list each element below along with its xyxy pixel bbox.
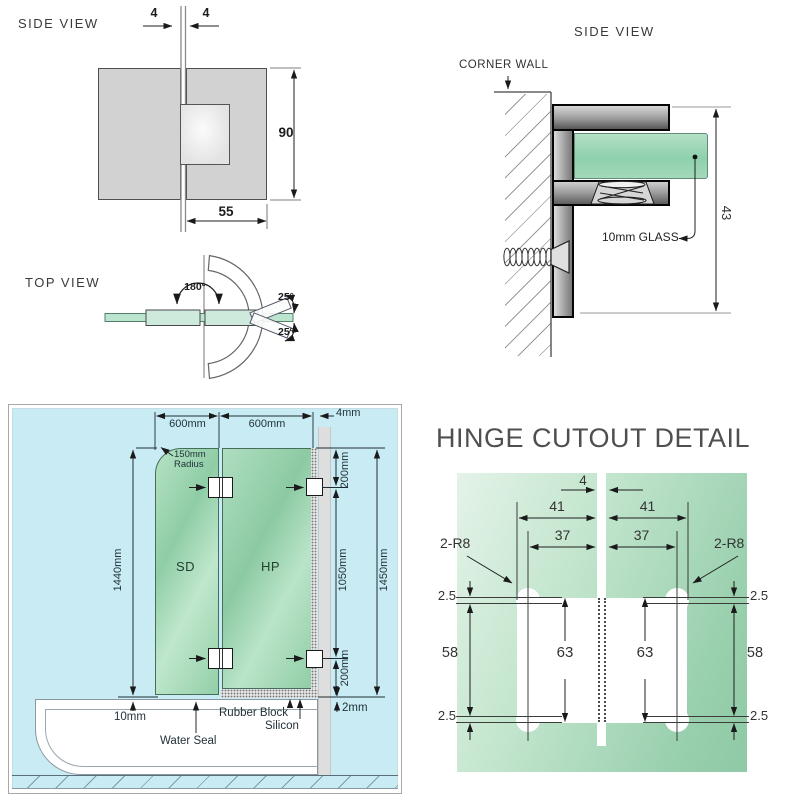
edge-height-right-label: 58	[746, 645, 764, 661]
hinge-bottom-wall	[306, 650, 323, 668]
cutout-slot-bottom	[597, 720, 606, 746]
hinge-offset-bottom-label: 200mm	[339, 649, 351, 687]
corner-radius-label-2: Radius	[174, 459, 204, 470]
bracket-top-arm	[552, 104, 670, 131]
hinge-glass-gap	[218, 649, 223, 668]
hinge-span-label: 1050mm	[337, 548, 349, 592]
bracket-back-plate	[552, 104, 574, 318]
glass-panel-edge	[574, 133, 708, 179]
hinge-glass-gap	[218, 478, 223, 497]
cutout-radius-dome	[665, 588, 689, 612]
bottom-gap-label: 2mm	[342, 702, 368, 714]
dim-gap-right-label: 4	[202, 6, 210, 20]
swing-angle-label: 180°	[184, 281, 206, 293]
dim-gap-left-label: 4	[150, 6, 158, 20]
step-label-top-right: 2.5	[750, 588, 769, 603]
silicon-strip	[311, 448, 317, 697]
hinge-side-view-title: SIDE VIEW	[18, 16, 99, 31]
step-label-bottom-left: 2.5	[437, 708, 456, 723]
cutout-radius-dome	[665, 708, 689, 732]
floor-strip	[12, 775, 398, 789]
cutout-height-right-label: 63	[636, 644, 654, 661]
corner-wall-label: CORNER WALL	[459, 59, 549, 71]
cutout-radius-dome	[516, 708, 540, 732]
cutout-gap-label: 4	[579, 473, 587, 488]
cutout-slot-top	[597, 473, 606, 600]
glass-thickness-label: 10mm GLASS	[602, 230, 679, 244]
panel2-width-label: 600mm	[248, 417, 286, 430]
rubber-block-strip	[221, 689, 318, 698]
sd-height-label: 1440mm	[112, 548, 124, 592]
corner-radius-label-1: 150mm	[174, 449, 206, 460]
hinge-cutout-title: HINGE CUTOUT DETAIL	[436, 423, 751, 453]
hinge-offset-top-label: 200mm	[339, 451, 351, 489]
bracket-bottom-arm	[552, 180, 670, 206]
swing-arc	[207, 254, 264, 380]
cutout-41-right-label: 41	[639, 498, 656, 514]
step-label-bottom-right: 2.5	[750, 708, 769, 723]
panel1-width-label: 600mm	[169, 417, 206, 430]
wall-gap-label: 4mm	[336, 407, 361, 419]
floor-gap-label: 10mm	[114, 711, 146, 723]
wall-side-view-title: SIDE VIEW	[574, 24, 655, 39]
hidden-glass-edge-line	[598, 598, 600, 722]
dim-43-label: 43	[719, 205, 734, 221]
cutout-37-left-label: 37	[554, 527, 571, 543]
cutout-37-right-label: 37	[633, 527, 650, 543]
hinge-bottom-center	[208, 648, 233, 669]
top-view-hinge-right	[204, 309, 259, 326]
cutout-band-inner	[528, 597, 677, 723]
hp-height-label: 1450mm	[378, 548, 390, 592]
top-view-drawing	[104, 254, 299, 380]
dim-width-label: 55	[218, 204, 234, 219]
hinge-knuckle	[180, 104, 230, 165]
hp-panel-label: HP	[261, 559, 281, 574]
cutout-height-left-label: 63	[556, 644, 574, 661]
hinge-top-wall	[306, 478, 323, 496]
wall-strip	[318, 427, 331, 775]
step-label-top-left: 2.5	[437, 588, 456, 603]
water-seal-label: Water Seal	[160, 735, 217, 747]
rubber-block-label: Rubber Block	[219, 707, 289, 719]
corner-radius-left-label: 2-R8	[440, 535, 471, 551]
top-view-title: TOP VIEW	[25, 275, 101, 290]
top-view-hinge-left	[145, 309, 201, 326]
hinge-plate-left	[98, 68, 181, 200]
hinge-top-center	[208, 477, 233, 498]
silicon-label: Silicon	[265, 719, 299, 732]
sd-panel-label: SD	[176, 559, 196, 574]
lower-angle-label: 25°	[278, 326, 294, 338]
cutout-radius-dome	[516, 588, 540, 612]
edge-height-left-label: 58	[441, 645, 459, 661]
bathtub-inner-rim	[45, 709, 318, 767]
dim-height-label: 90	[278, 125, 294, 140]
cutout-41-left-label: 41	[549, 498, 565, 514]
upper-angle-label: 25°	[278, 291, 294, 303]
hidden-glass-edge-line	[603, 598, 606, 722]
wall-hatching	[505, 94, 551, 356]
corner-radius-right-label: 2-R8	[714, 535, 745, 551]
